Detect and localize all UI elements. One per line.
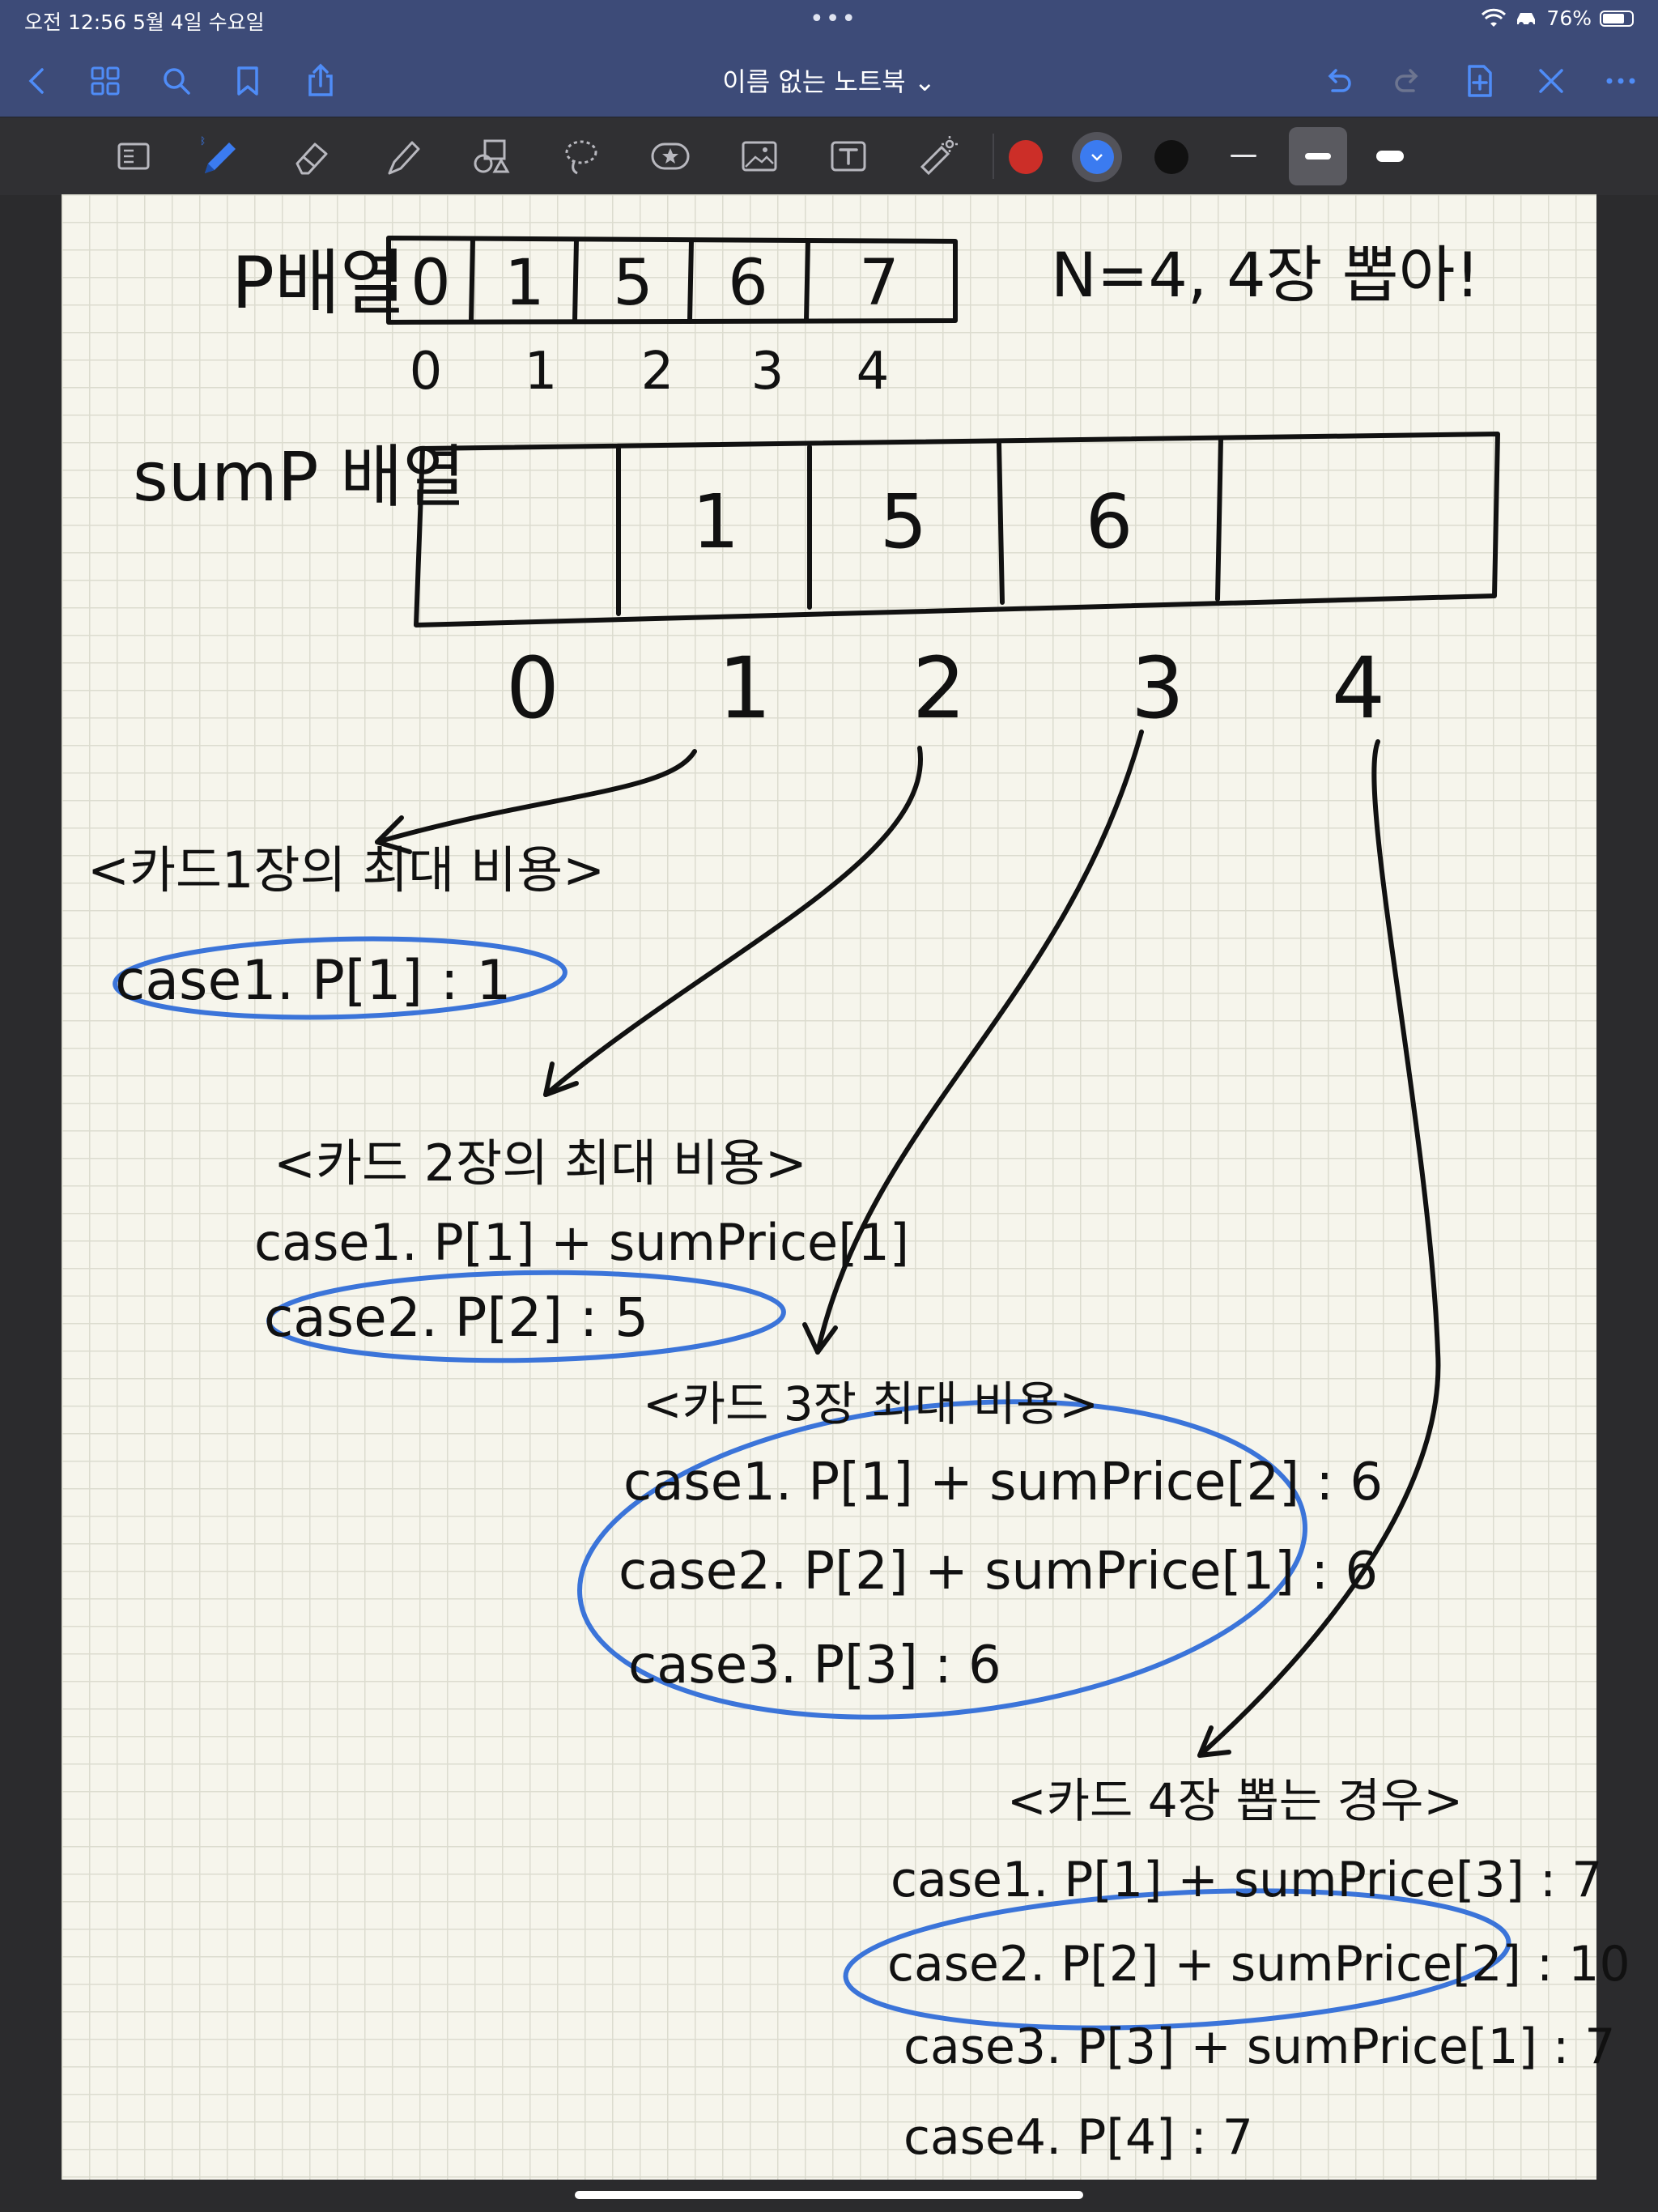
sump-array-box: [414, 432, 1500, 627]
stroke-width-thin[interactable]: [1231, 155, 1256, 157]
sump-array-index-0: 0: [506, 639, 559, 738]
back-icon[interactable]: [16, 60, 58, 102]
circle-card4-answer: [843, 1888, 1511, 2031]
card4-case4: case4. P[4] : 7: [903, 2109, 1253, 2166]
chevron-down-icon: [1091, 154, 1103, 161]
eraser-icon[interactable]: [285, 130, 337, 182]
sump-array-index-3: 3: [1131, 639, 1184, 738]
card4-title: <카드 4장 뽑는 경우>: [1007, 1773, 1463, 1828]
nav-bar: 이름 없는 노트북 ⌄: [0, 45, 1658, 117]
arrow-card3: [815, 730, 1144, 1355]
sump-array-index-4: 4: [1332, 639, 1385, 738]
card3-case2: case2. P[2] + sumPrice[1] : 6: [619, 1542, 1378, 1602]
card3-case1: case1. P[1] + sumPrice[2] : 6: [623, 1453, 1383, 1512]
color-swatch-red[interactable]: [1009, 140, 1043, 174]
text-icon[interactable]: [823, 130, 874, 182]
toolbar-divider: [993, 134, 994, 179]
svg-text:ᛒ: ᛒ: [200, 135, 206, 147]
arrow-card1: [375, 749, 697, 844]
sump-array-index-2: 2: [912, 639, 966, 738]
card2-title: <카드 2장의 최대 비용>: [274, 1134, 807, 1193]
card3-case3: case3. P[3] : 6: [628, 1636, 1001, 1695]
card1-case1: case1. P[1] : 1: [115, 949, 512, 1013]
card2-case2: case2. P[2] : 5: [264, 1287, 648, 1349]
p-array-dividers: [469, 237, 810, 323]
p-array-index-3: 3: [751, 342, 784, 402]
p-array-value-2: 5: [613, 247, 653, 320]
image-icon[interactable]: [733, 130, 785, 182]
laser-pointer-icon[interactable]: [912, 130, 963, 182]
p-array-index-4: 4: [857, 342, 890, 402]
arrow-card4: [1197, 739, 1441, 1758]
lasso-icon[interactable]: [555, 130, 607, 182]
card4-case2: case2. P[2] + sumPrice[2] : 10: [887, 1936, 1630, 1993]
highlighter-icon[interactable]: [377, 130, 429, 182]
color-swatch-blue[interactable]: [1080, 140, 1114, 174]
card2-case1: case1. P[1] + sumPrice[1]: [254, 1213, 909, 1272]
sump-array-dividers: [616, 436, 1223, 616]
shapes-icon[interactable]: [466, 130, 518, 182]
sticker-icon[interactable]: [644, 130, 696, 182]
battery-percent: 76%: [1546, 6, 1592, 30]
n-note: N=4, 4장 뽑아!: [1051, 239, 1480, 311]
grid-icon[interactable]: [84, 60, 126, 102]
circle-card1-answer: [113, 936, 568, 1020]
home-indicator[interactable]: [575, 2191, 1083, 2199]
drawing-toolbar: ᛒ: [0, 117, 1658, 195]
p-array-label: P배열: [232, 241, 406, 325]
more-icon[interactable]: [1600, 60, 1642, 102]
sump-array-value-3: 6: [1086, 479, 1133, 565]
stroke-width-medium[interactable]: [1305, 153, 1331, 160]
stroke-width-thick[interactable]: [1376, 151, 1404, 162]
card3-title: <카드 3장 최대 비용>: [643, 1376, 1099, 1431]
add-page-icon[interactable]: [1459, 60, 1501, 102]
sump-array-value-1: 1: [692, 479, 740, 565]
card4-case3: case3. P[3] + sumPrice[1] : 7: [903, 2018, 1615, 2075]
circle-card3-answer: [577, 1399, 1307, 1720]
battery-icon: [1600, 10, 1634, 27]
p-array-index-1: 1: [525, 342, 558, 402]
arrow-card2: [543, 746, 924, 1097]
circle-card2-answer: [266, 1270, 786, 1363]
search-icon[interactable]: [155, 60, 198, 102]
card4-case1: case1. P[1] + sumPrice[3] : 7: [891, 1852, 1602, 1908]
p-array-index-0: 0: [410, 342, 443, 402]
sump-array-index-1: 1: [718, 639, 772, 738]
status-right: 76%: [1482, 6, 1634, 30]
wifi-icon: [1482, 8, 1507, 27]
color-swatch-black[interactable]: [1154, 140, 1188, 174]
page-layout-icon[interactable]: [108, 130, 160, 182]
p-array-box: [386, 236, 958, 325]
car-icon: [1517, 12, 1536, 27]
close-icon[interactable]: [1530, 60, 1572, 102]
multitasking-dots[interactable]: •••: [810, 5, 858, 33]
pen-icon[interactable]: ᛒ: [194, 130, 246, 182]
p-array-value-4: 7: [859, 247, 899, 320]
undo-icon[interactable]: [1316, 60, 1358, 102]
redo-icon[interactable]: [1388, 60, 1430, 102]
card1-title: <카드1장의 최대 비용>: [87, 840, 605, 900]
notebook-title[interactable]: 이름 없는 노트북 ⌄: [722, 66, 936, 97]
status-bar: 오전 12:56 5월 4일 수요일 ••• 76%: [0, 0, 1658, 45]
p-array-value-3: 6: [728, 247, 768, 320]
p-array-value-0: 0: [410, 247, 451, 320]
share-icon[interactable]: [300, 60, 342, 102]
sump-array-label: sumP 배열: [133, 437, 466, 517]
sump-array-value-2: 5: [880, 479, 928, 565]
p-array-value-1: 1: [504, 247, 545, 320]
p-array-index-2: 2: [641, 342, 674, 402]
bookmark-icon[interactable]: [227, 60, 269, 102]
status-time-date: 오전 12:56 5월 4일 수요일: [24, 11, 265, 34]
